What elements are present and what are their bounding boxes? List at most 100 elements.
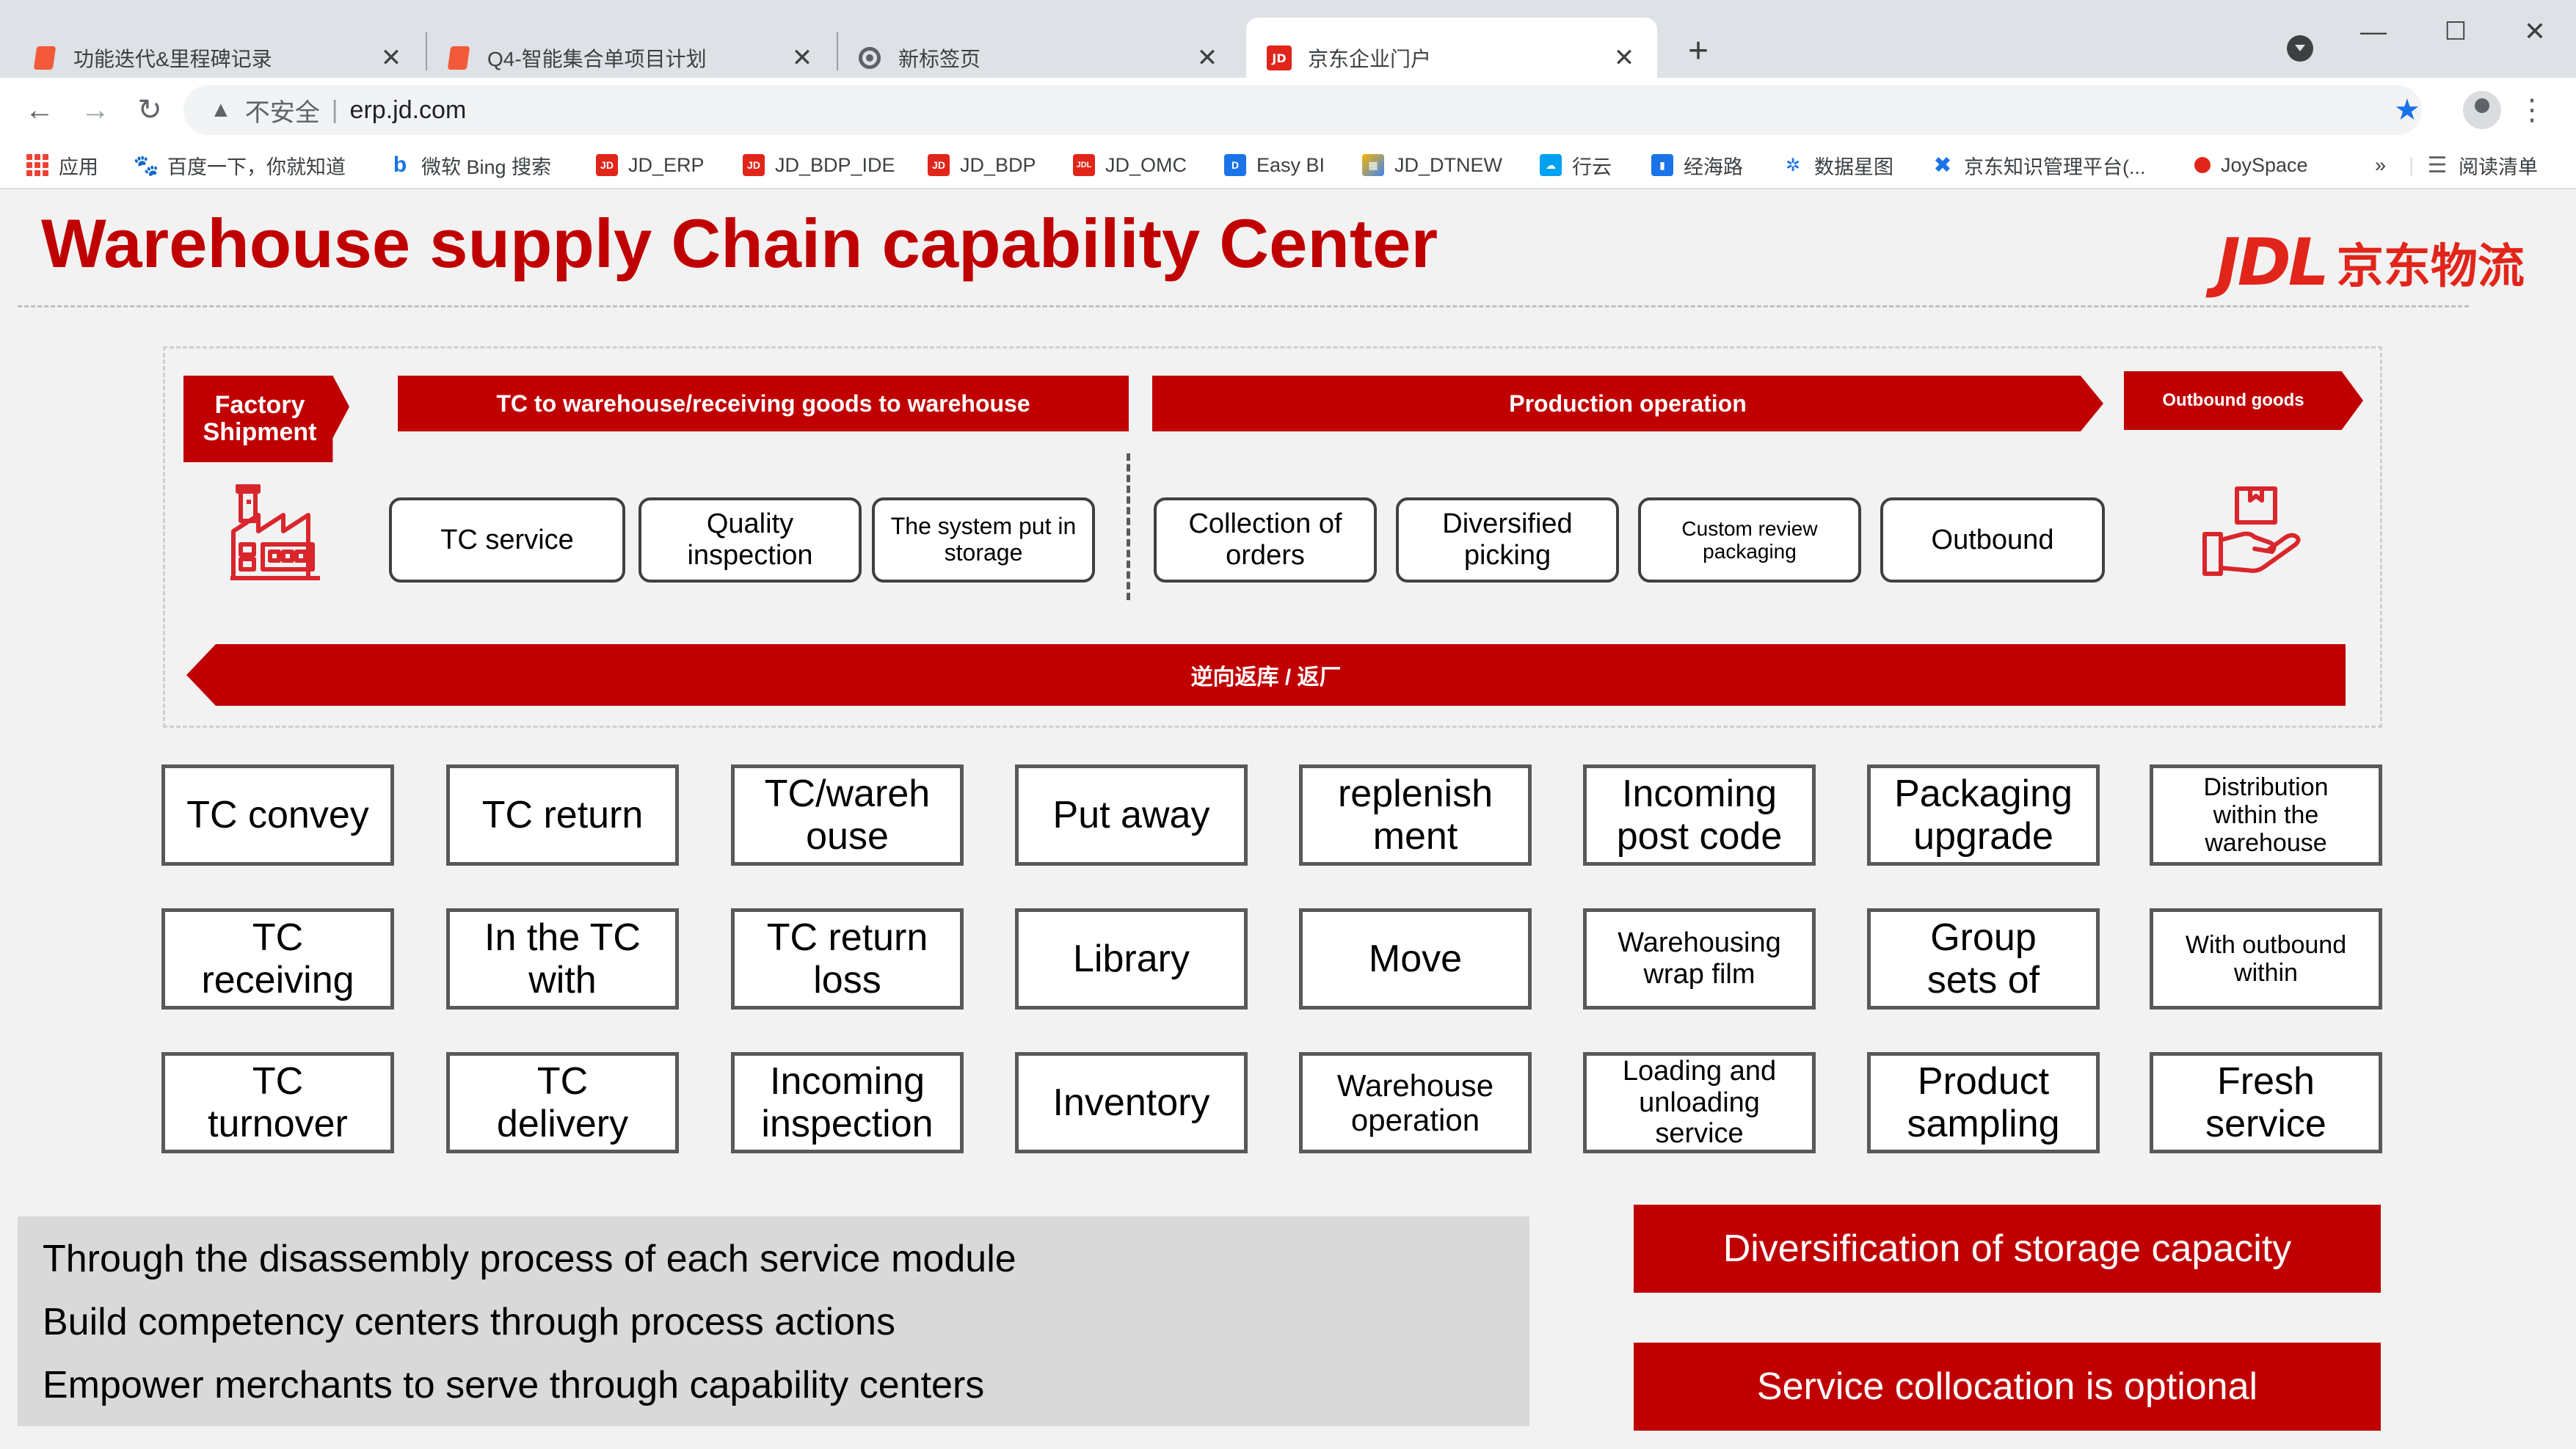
logo-chinese: 京东物流 <box>2336 239 2525 293</box>
bookmarks-overflow-button[interactable]: » <box>2375 153 2387 176</box>
new-tab-button[interactable]: + <box>1687 32 1709 70</box>
reload-icon[interactable]: ↻ <box>137 94 162 126</box>
reading-list-label: 阅读清单 <box>2459 156 2538 178</box>
capability-cell: Library <box>1015 908 1248 1010</box>
capability-cell: TC convey <box>161 764 394 866</box>
forward-arrow-icon[interactable]: → <box>81 94 110 126</box>
flow-divider <box>1127 453 1130 600</box>
summary-panel: Through the disassembly process of each … <box>18 1216 1529 1426</box>
bookmark-label: JD_ERP <box>628 153 705 176</box>
step-custom-review-packaging: Custom review packaging <box>1638 497 1861 583</box>
bookmark-label: JD_BDP <box>960 153 1036 176</box>
bookmark-label: 经海路 <box>1684 156 1743 178</box>
capability-cell: replenish ment <box>1299 764 1532 866</box>
apps-icon <box>26 154 48 176</box>
bookmark-jd-dtnew[interactable]: ▦ JD_DTNEW <box>1362 150 1502 180</box>
browser-toolbar: ← → ↻ ▲ 不安全 | erp.jd.com ★ ⋮ <box>0 78 2576 142</box>
capability-cell: Distribution within the warehouse <box>2150 764 2382 866</box>
step-tc-service: TC service <box>389 497 625 583</box>
step-system-put-in-storage: The system put in storage <box>872 497 1095 583</box>
reverse-flow-arrow <box>186 644 2346 706</box>
doc-icon <box>446 45 471 70</box>
step-collection-of-orders: Collection of orders <box>1154 497 1377 583</box>
page-title: Warehouse supply Chain capability Center <box>41 205 1438 282</box>
tab-close-button[interactable]: ✕ <box>380 44 402 72</box>
bookmark-knowledge-platform[interactable]: ✖ 京东知识管理平台(... <box>1932 150 2146 180</box>
tab-close-button[interactable]: ✕ <box>1613 44 1635 72</box>
tab-q4-plan[interactable]: Q4-智能集合单项目计划 ✕ <box>427 18 835 98</box>
capability-cell: In the TC with <box>446 908 679 1010</box>
capability-cell: Put away <box>1015 764 1248 866</box>
logo-latin: JDL <box>2216 225 2329 300</box>
bookmark-jd-bdp[interactable]: JD JD_BDP <box>928 150 1036 180</box>
slide-canvas: Warehouse supply Chain capability Center… <box>0 189 2576 1449</box>
address-bar[interactable]: ▲ 不安全 | erp.jd.com <box>183 85 2422 135</box>
tab-title: Q4-智能集合单项目计划 <box>487 48 707 70</box>
warning-icon[interactable]: ▲ <box>210 98 232 122</box>
doc-icon <box>32 45 57 70</box>
summary-line: Empower merchants to serve through capab… <box>43 1364 985 1406</box>
capability-cell: TC receiving <box>161 908 394 1010</box>
banner-factory-shipment: Factory Shipment <box>183 376 349 462</box>
back-arrow-icon[interactable]: ← <box>25 94 54 126</box>
tab-close-button[interactable]: ✕ <box>1196 44 1218 72</box>
browser-menu-icon[interactable]: ⋮ <box>2517 94 2547 126</box>
jd-icon: JD <box>596 154 618 176</box>
bookmark-xingyun[interactable]: ☁ 行云 <box>1540 150 1612 180</box>
easybi-icon: D <box>1224 154 1246 176</box>
hand-box-icon <box>2202 486 2301 576</box>
capability-cell: With outbound within <box>2150 908 2382 1010</box>
bookmarks-divider: | <box>2409 153 2415 176</box>
bookmark-label: 微软 Bing 搜索 <box>421 156 552 178</box>
bookmark-jd-omc[interactable]: JDL JD_OMC <box>1073 150 1187 180</box>
bookmark-jd-bdp-ide[interactable]: JD JD_BDP_IDE <box>743 150 895 180</box>
tab-new-tab[interactable]: 新标签页 ✕ <box>838 18 1240 98</box>
capability-cell: Warehousing wrap film <box>1583 908 1816 1010</box>
bookmark-label: 京东知识管理平台(... <box>1964 156 2146 178</box>
cta-service-collocation: Service collocation is optional <box>1634 1343 2381 1431</box>
bookmark-label: Easy BI <box>1256 153 1325 176</box>
reverse-flow-label: 逆向返库 / 返厂 <box>1190 665 1342 690</box>
profile-avatar-icon[interactable] <box>2463 91 2501 129</box>
reading-list-button[interactable]: ☰ 阅读清单 <box>2426 150 2538 180</box>
bookmark-joyspace[interactable]: JoySpace <box>2194 150 2308 180</box>
bookmark-apps[interactable]: 应用 <box>26 150 98 180</box>
capability-cell: TC turnover <box>161 1052 394 1153</box>
dtnew-icon: ▦ <box>1362 154 1384 176</box>
tab-title: 功能迭代&里程碑记录 <box>73 48 272 70</box>
close-window-button[interactable]: ✕ <box>2523 16 2547 46</box>
reading-list-icon: ☰ <box>2427 153 2448 178</box>
capability-cell: TC/wareh ouse <box>731 764 964 866</box>
tab-separator <box>426 32 427 70</box>
bookmark-jinghai-road[interactable]: ▮ 经海路 <box>1651 150 1743 180</box>
minimize-button[interactable]: — <box>2360 16 2387 46</box>
tab-close-button[interactable]: ✕ <box>791 44 813 72</box>
step-quality-inspection: Quality inspection <box>638 497 862 583</box>
tab-feature-milestones[interactable]: 功能迭代&里程碑记录 ✕ <box>0 18 424 98</box>
step-outbound: Outbound <box>1880 497 2105 583</box>
bookmark-label: 百度一下，你就知道 <box>167 156 346 178</box>
banner-tc-to-warehouse: TC to warehouse/receiving goods to wareh… <box>398 376 1129 431</box>
bookmark-bing[interactable]: b 微软 Bing 搜索 <box>389 150 551 180</box>
star-map-icon: ✲ <box>1785 155 1801 175</box>
address-separator: | <box>331 95 338 124</box>
capability-cell: Loading and unloading service <box>1583 1052 1816 1153</box>
security-label[interactable]: 不安全 <box>244 98 320 127</box>
capability-cell: Incoming inspection <box>731 1052 964 1153</box>
bookmark-easy-bi[interactable]: D Easy BI <box>1224 150 1325 180</box>
bookmark-data-star-map[interactable]: ✲ 数据星图 <box>1782 150 1893 180</box>
bookmark-jd-erp[interactable]: JD JD_ERP <box>596 150 705 180</box>
capability-cell: Warehouse operation <box>1299 1052 1532 1153</box>
url-text[interactable]: erp.jd.com <box>349 95 467 124</box>
maximize-button[interactable]: ☐ <box>2444 18 2467 45</box>
summary-line: Through the disassembly process of each … <box>43 1238 1016 1280</box>
tab-search-icon[interactable] <box>2287 35 2313 62</box>
bookmark-baidu[interactable]: 🐾 百度一下，你就知道 <box>134 150 346 180</box>
capability-cell: TC return loss <box>731 908 964 1010</box>
factory-icon <box>230 484 320 580</box>
joyspace-icon <box>2194 157 2211 173</box>
bookmark-star-icon[interactable]: ★ <box>2394 94 2420 126</box>
bookmark-label: JD_BDP_IDE <box>775 153 895 176</box>
jd-icon: JD <box>743 154 765 176</box>
tab-separator <box>837 32 838 70</box>
